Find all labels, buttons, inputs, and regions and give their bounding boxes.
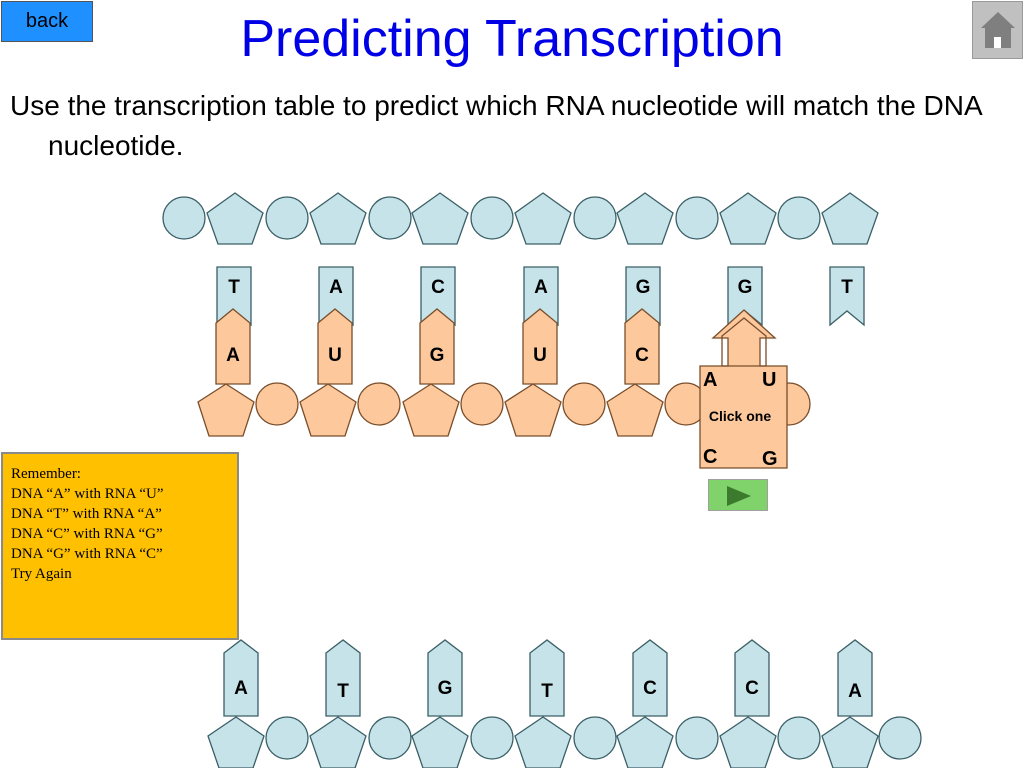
dna-phosphate-pentagon — [309, 716, 367, 768]
page-title: Predicting Transcription — [240, 10, 784, 68]
rna-label: C — [635, 345, 649, 366]
dna-top-label: G — [738, 277, 753, 298]
dna-base-tab — [529, 639, 565, 717]
dna-base-tab — [829, 266, 865, 327]
choice-panel: A U Click one C G — [700, 366, 787, 470]
choice-a[interactable]: A — [703, 369, 718, 391]
rna-phosphate-pentagon — [402, 383, 460, 437]
dna-top-label: T — [228, 277, 240, 298]
dna-phosphate-pentagon — [207, 716, 265, 768]
dna-sugar-circle — [675, 196, 719, 240]
dna-base-tab — [632, 639, 668, 717]
dna-phosphate-pentagon — [719, 716, 777, 768]
dna-bottom-label: T — [337, 681, 349, 702]
dna-top-label: A — [329, 277, 343, 298]
rna-base-tab — [624, 308, 660, 385]
dna-bottom-label: T — [541, 681, 553, 702]
rna-sugar-circle — [255, 382, 299, 426]
dna-sugar-circle — [573, 716, 617, 760]
instruction-text: Use the transcription table to predict w… — [10, 90, 982, 161]
dna-phosphate-pentagon — [821, 192, 879, 245]
dna-phosphate-pentagon — [309, 192, 367, 245]
back-button[interactable]: back — [1, 1, 93, 42]
dna-phosphate-pentagon — [514, 716, 572, 768]
rna-base-tab — [419, 308, 455, 385]
dna-sugar-circle — [573, 196, 617, 240]
dna-base-tab — [734, 639, 770, 717]
dna-sugar-circle — [675, 716, 719, 760]
click-one-prompt: Click one — [708, 408, 772, 424]
dna-bottom-label: G — [438, 678, 453, 699]
feedback-text: Try Again — [11, 566, 72, 582]
dna-sugar-circle — [878, 716, 922, 760]
play-arrow-icon — [727, 486, 751, 506]
choice-arrow-shape — [699, 309, 788, 469]
dna-base-tab — [837, 639, 873, 717]
dna-base-tab — [427, 639, 463, 717]
rna-sugar-circle — [562, 382, 606, 426]
dna-top-label: A — [534, 277, 548, 298]
dna-phosphate-pentagon — [514, 192, 572, 245]
rna-phosphate-pentagon — [606, 383, 664, 437]
dna-base-tab — [325, 639, 361, 717]
rna-backbone — [197, 382, 811, 437]
reminder-line: DNA “G” with RNA “C” — [11, 546, 163, 562]
rna-phosphate-pentagon — [299, 383, 357, 437]
reminder-line: Remember: — [11, 466, 81, 482]
dna-sugar-circle — [777, 716, 821, 760]
dna-bottom-label: C — [745, 678, 759, 699]
dna-phosphate-pentagon — [411, 192, 469, 245]
dna-top-label: G — [636, 277, 651, 298]
dna-sugar-circle — [470, 716, 514, 760]
reminder-line: DNA “T” with RNA “A” — [11, 506, 162, 522]
dna-sugar-circle — [265, 716, 309, 760]
rna-label: U — [328, 345, 342, 366]
rna-sugar-circle — [460, 382, 504, 426]
dna-bottom-label: C — [643, 678, 657, 699]
choice-g[interactable]: G — [762, 448, 778, 470]
dna-bottom-label: A — [234, 678, 248, 699]
rna-label: U — [533, 345, 547, 366]
bottom-dna-backbone — [207, 716, 922, 768]
house-icon — [981, 12, 1015, 48]
dna-phosphate-pentagon — [206, 192, 264, 245]
dna-sugar-circle — [265, 196, 309, 240]
dna-phosphate-pentagon — [616, 716, 674, 768]
top-dna-backbone — [162, 192, 879, 245]
home-button[interactable] — [972, 1, 1023, 59]
dna-phosphate-pentagon — [411, 716, 469, 768]
reminder-line: DNA “C” with RNA “G” — [11, 526, 163, 542]
dna-phosphate-pentagon — [821, 716, 879, 768]
reminder-line: DNA “A” with RNA “U” — [11, 486, 164, 502]
dna-base-tab — [223, 639, 259, 717]
dna-sugar-circle — [368, 196, 412, 240]
rna-base-tab — [317, 308, 353, 385]
next-button[interactable] — [708, 479, 768, 511]
choice-c[interactable]: C — [703, 446, 718, 468]
dna-sugar-circle — [470, 196, 514, 240]
rna-phosphate-pentagon — [504, 383, 562, 437]
rna-label: A — [226, 345, 240, 366]
dna-bottom-label: A — [848, 681, 862, 702]
rna-phosphate-pentagon — [197, 383, 255, 437]
dna-phosphate-pentagon — [616, 192, 674, 245]
reminder-box: Remember: DNA “A” with RNA “U” DNA “T” w… — [1, 452, 239, 640]
dna-sugar-circle — [368, 716, 412, 760]
choice-u[interactable]: U — [762, 369, 777, 391]
dna-top-label: T — [841, 277, 853, 298]
rna-base-tab — [522, 308, 558, 385]
rna-label: G — [430, 345, 445, 366]
dna-top-label: C — [431, 277, 445, 298]
dna-sugar-circle — [162, 196, 206, 240]
rna-base-tab — [215, 308, 251, 385]
dna-sugar-circle — [777, 196, 821, 240]
dna-phosphate-pentagon — [719, 192, 777, 245]
rna-sugar-circle — [357, 382, 401, 426]
